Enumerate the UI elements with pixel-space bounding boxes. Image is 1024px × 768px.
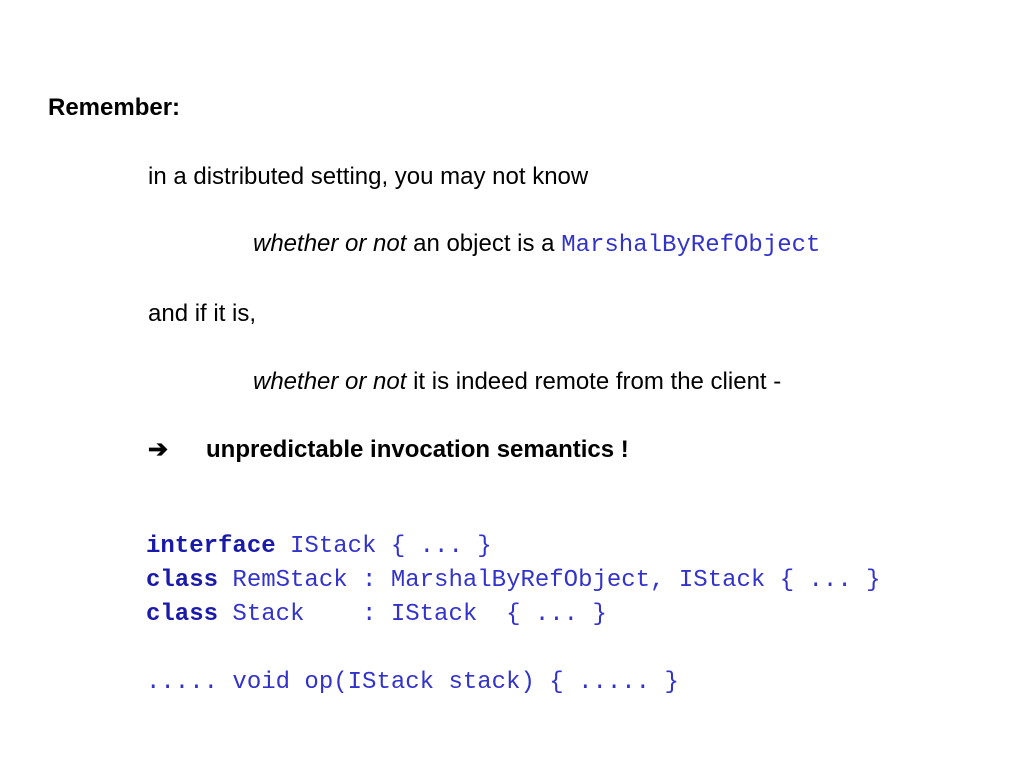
text-line-and-if-it-is: and if it is, bbox=[148, 300, 257, 327]
text-line-marshal-check: whether or not an object is a MarshalByR… bbox=[253, 230, 820, 260]
arrow-right-icon: ➔ bbox=[148, 436, 169, 463]
code-keyword: interface bbox=[146, 533, 276, 560]
text-fragment: it is indeed remote from the client - bbox=[406, 368, 782, 395]
emphasis-whether-or-not: whether or not bbox=[253, 368, 407, 395]
code-rest: Stack : IStack { ... } bbox=[218, 601, 607, 628]
text-line-remote-check: whether or not it is indeed remote from … bbox=[253, 368, 781, 396]
conclusion-text: unpredictable invocation semantics ! bbox=[206, 436, 629, 463]
code-line-interface: interface IStack { ... } bbox=[146, 530, 492, 564]
text-fragment: an object is a bbox=[406, 230, 562, 257]
code-term-marshalbyrefobject: MarshalByRefObject bbox=[561, 232, 821, 259]
code-line-stack: class Stack : IStack { ... } bbox=[146, 598, 607, 632]
emphasis-whether-or-not: whether or not bbox=[253, 230, 407, 257]
code-keyword: class bbox=[146, 601, 219, 628]
code-keyword: class bbox=[146, 567, 219, 594]
code-line-op: ..... void op(IStack stack) { ..... } bbox=[146, 666, 679, 700]
code-rest: IStack { ... } bbox=[275, 533, 492, 560]
slide-heading: Remember: bbox=[48, 94, 181, 121]
text-line-distributed-setting: in a distributed setting, you may not kn… bbox=[148, 163, 589, 190]
code-rest: RemStack : MarshalByRefObject, IStack { … bbox=[218, 567, 881, 594]
conclusion-line: ➔ unpredictable invocation semantics ! bbox=[148, 436, 629, 464]
code-line-remstack: class RemStack : MarshalByRefObject, ISt… bbox=[146, 564, 881, 598]
code-rest: ..... void op(IStack stack) { ..... } bbox=[146, 669, 679, 696]
